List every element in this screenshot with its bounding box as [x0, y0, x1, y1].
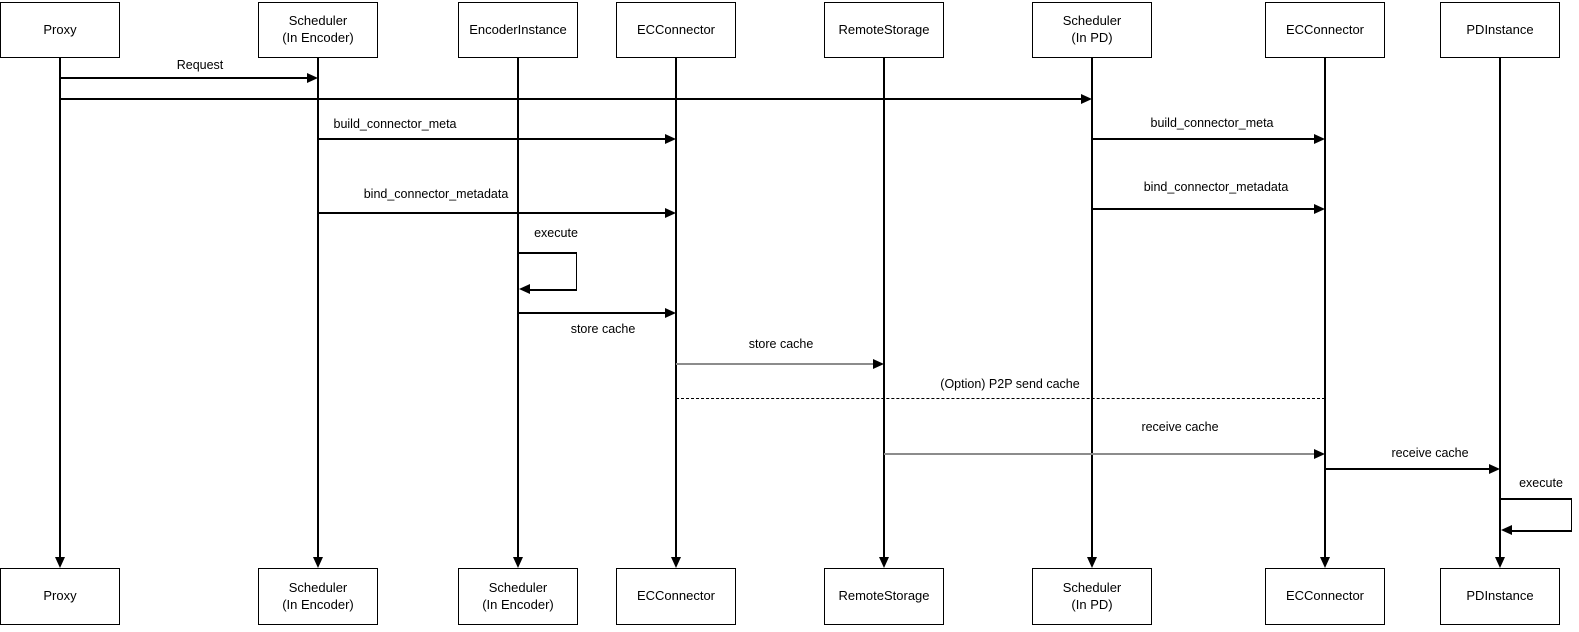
actor-box-ec-connector-pd-bottom: ECConnector [1265, 568, 1385, 625]
actor-label: ECConnector [636, 21, 716, 37]
message-line-request [60, 77, 308, 79]
actor-label: Proxy [43, 588, 77, 604]
lifeline-pd-instance [1499, 58, 1501, 557]
message-line-bind-connector-metadata-encoder [318, 212, 666, 214]
actor-box-pd-instance-top: PDInstance [1440, 2, 1560, 58]
actor-box-scheduler-encoder-top: Scheduler(In Encoder) [258, 2, 378, 58]
message-label-receive-cache-remote: receive cache [1139, 420, 1221, 434]
message-arrowhead-bind-connector-metadata-pd [1314, 203, 1325, 214]
actor-label: ECConnector [1285, 21, 1365, 37]
lifeline-end-arrow-scheduler-encoder [313, 557, 323, 568]
message-arrowhead-bind-connector-metadata-encoder [665, 207, 676, 218]
actor-box-proxy-bottom: Proxy [0, 568, 120, 625]
message-line-receive-cache-remote [884, 453, 1315, 455]
actor-box-pd-instance-bottom: PDInstance [1440, 568, 1560, 625]
lifeline-scheduler-encoder [317, 58, 319, 557]
self-loop-right-execute-pd [1570, 499, 1572, 531]
self-loop-top-execute-pd [1500, 498, 1572, 500]
actor-box-ec-connector-pd-top: ECConnector [1265, 2, 1385, 58]
lifeline-end-arrow-ec-connector-pd [1320, 557, 1330, 568]
actor-box-scheduler-pd-top: Scheduler(In PD) [1032, 2, 1152, 58]
lifeline-end-arrow-encoder-instance [513, 557, 523, 568]
actor-box-encoder-instance-top: EncoderInstance [458, 2, 578, 58]
message-label-build-connector-meta-pd: build_connector_meta [1148, 116, 1276, 130]
actor-label: Scheduler [1062, 13, 1122, 29]
actor-label: PDInstance [1466, 21, 1534, 37]
message-line-p2p-send-cache [676, 398, 1325, 399]
self-loop-bottom-execute-pd [1510, 530, 1572, 532]
message-label-store-cache-remote: store cache [746, 337, 816, 351]
actor-box-encoder-instance-bottom: Scheduler(In Encoder) [458, 568, 578, 625]
self-loop-right-execute-encoder [575, 253, 577, 290]
lifeline-end-arrow-ec-connector-encoder [671, 557, 681, 568]
lifeline-remote-storage [883, 58, 885, 557]
message-label-p2p-send-cache: (Option) P2P send cache [938, 377, 1082, 391]
message-arrowhead-proxy-to-scheduler-pd [1081, 93, 1092, 104]
message-arrowhead-request [307, 72, 318, 83]
message-label-build-connector-meta-encoder: build_connector_meta [331, 117, 459, 131]
actor-label: (In Encoder) [282, 596, 354, 612]
message-arrowhead-receive-cache-remote [1314, 448, 1325, 459]
self-loop-label-execute-encoder: execute [532, 226, 580, 240]
message-arrowhead-store-cache-encoder-instance [665, 307, 676, 318]
message-line-receive-cache-pd [1325, 468, 1490, 470]
actor-label: Scheduler [288, 13, 348, 29]
lifeline-proxy [59, 58, 61, 557]
message-arrowhead-store-cache-remote [873, 358, 884, 369]
actor-box-scheduler-encoder-bottom: Scheduler(In Encoder) [258, 568, 378, 625]
message-arrowhead-receive-cache-pd [1489, 463, 1500, 474]
actor-box-scheduler-pd-bottom: Scheduler(In PD) [1032, 568, 1152, 625]
message-label-bind-connector-metadata-encoder: bind_connector_metadata [361, 187, 511, 201]
self-loop-label-execute-pd: execute [1517, 476, 1565, 490]
actor-label: (In PD) [1071, 596, 1113, 612]
message-line-store-cache-remote [676, 363, 874, 365]
message-line-proxy-to-scheduler-pd [60, 98, 1082, 100]
lifeline-end-arrow-proxy [55, 557, 65, 568]
message-label-store-cache-encoder-instance: store cache [568, 322, 638, 336]
actor-label: Scheduler [1062, 579, 1122, 595]
message-label-request: Request [174, 58, 226, 72]
actor-label: Scheduler [488, 579, 548, 595]
self-loop-top-execute-encoder [518, 252, 577, 254]
actor-label: EncoderInstance [469, 21, 567, 37]
message-label-bind-connector-metadata-pd: bind_connector_metadata [1141, 180, 1291, 194]
actor-box-ec-connector-encoder-top: ECConnector [616, 2, 736, 58]
actor-label: ECConnector [1285, 588, 1365, 604]
message-line-store-cache-encoder-instance [518, 312, 666, 314]
self-loop-arrowhead-execute-pd [1500, 525, 1512, 535]
actor-label: Proxy [43, 21, 77, 37]
actor-label: (In PD) [1071, 30, 1113, 45]
actor-label: Scheduler [288, 579, 348, 595]
message-arrowhead-build-connector-meta-encoder [665, 133, 676, 144]
actor-box-ec-connector-encoder-bottom: ECConnector [616, 568, 736, 625]
actor-box-proxy-top: Proxy [0, 2, 120, 58]
actor-box-remote-storage-top: RemoteStorage [824, 2, 944, 58]
actor-label: (In Encoder) [282, 30, 354, 45]
self-loop-bottom-execute-encoder [528, 289, 577, 291]
self-loop-arrowhead-execute-encoder [518, 284, 530, 294]
actor-label: ECConnector [636, 588, 716, 604]
message-line-build-connector-meta-encoder [318, 138, 666, 140]
lifeline-end-arrow-scheduler-pd [1087, 557, 1097, 568]
actor-label: (In Encoder) [482, 596, 554, 612]
message-line-build-connector-meta-pd [1092, 138, 1315, 140]
lifeline-ec-connector-pd [1324, 58, 1326, 557]
lifeline-end-arrow-pd-instance [1495, 557, 1505, 568]
actor-label: PDInstance [1466, 588, 1534, 604]
lifeline-encoder-instance [517, 58, 519, 557]
message-arrowhead-build-connector-meta-pd [1314, 133, 1325, 144]
lifeline-scheduler-pd [1091, 58, 1093, 557]
actor-box-remote-storage-bottom: RemoteStorage [824, 568, 944, 625]
actor-label: RemoteStorage [838, 21, 930, 37]
message-line-bind-connector-metadata-pd [1092, 208, 1315, 210]
message-label-receive-cache-pd: receive cache [1389, 446, 1471, 460]
lifeline-end-arrow-remote-storage [879, 557, 889, 568]
actor-label: RemoteStorage [838, 588, 930, 604]
